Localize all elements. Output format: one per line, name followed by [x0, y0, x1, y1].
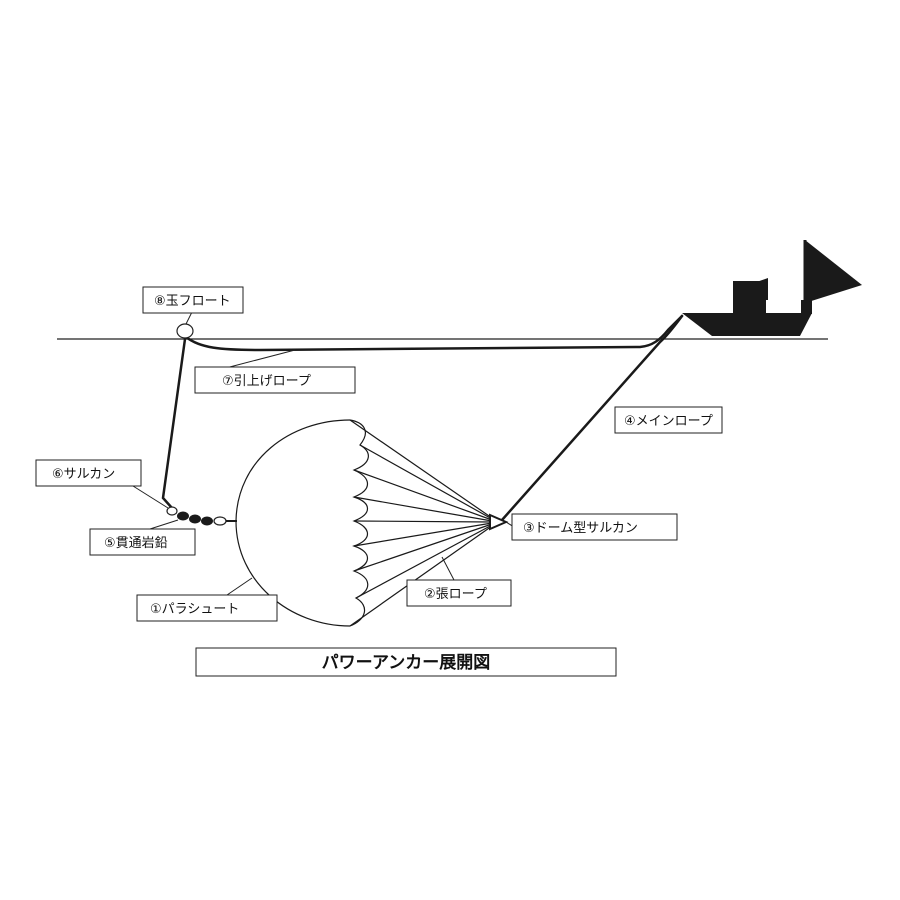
- pull-rope-line: [184, 314, 684, 352]
- main-rope-label: ④メインロープ: [624, 414, 713, 429]
- pull-rope-label-box: [194, 366, 356, 394]
- dome-swivel-label: ③ドーム型サルカン: [523, 521, 638, 536]
- dome-swivel-icon: [489, 513, 509, 531]
- swivel-label-box: [35, 459, 142, 487]
- dome-swivel-label-box: [511, 513, 678, 541]
- float-label-box: [142, 286, 244, 314]
- parachute-icon: [235, 419, 493, 627]
- title-box: [195, 647, 617, 677]
- parachute-label: ①パラシュート: [150, 602, 239, 617]
- boat-icon: [682, 240, 862, 336]
- float-line: [161, 337, 187, 510]
- sinker-icon: [166, 506, 237, 526]
- swivel-label: ⑥サルカン: [52, 467, 115, 482]
- swivel-leader: [132, 485, 169, 509]
- tension-rope-label: ②張ロープ: [424, 587, 487, 602]
- float-label: ⑧玉フロート: [154, 294, 231, 309]
- parachute-leader: [226, 577, 253, 596]
- pull-rope-leader: [221, 349, 296, 370]
- float-icon: [176, 323, 194, 339]
- parachute-label-box: [136, 594, 278, 622]
- main-rope-label-box: [614, 406, 723, 434]
- sinker-label-box: [89, 528, 196, 556]
- flag-icon: [805, 240, 862, 303]
- sinker-label: ⑤貫通岩鉛: [104, 536, 168, 551]
- float-leader: [185, 311, 193, 325]
- diagram-title: パワーアンカー展開図: [322, 653, 491, 673]
- pull-rope-label: ⑦引上げロープ: [222, 374, 311, 389]
- sinker-leader: [149, 519, 179, 530]
- tension-rope-label-box: [406, 579, 512, 607]
- tension-rope-leader: [441, 556, 455, 581]
